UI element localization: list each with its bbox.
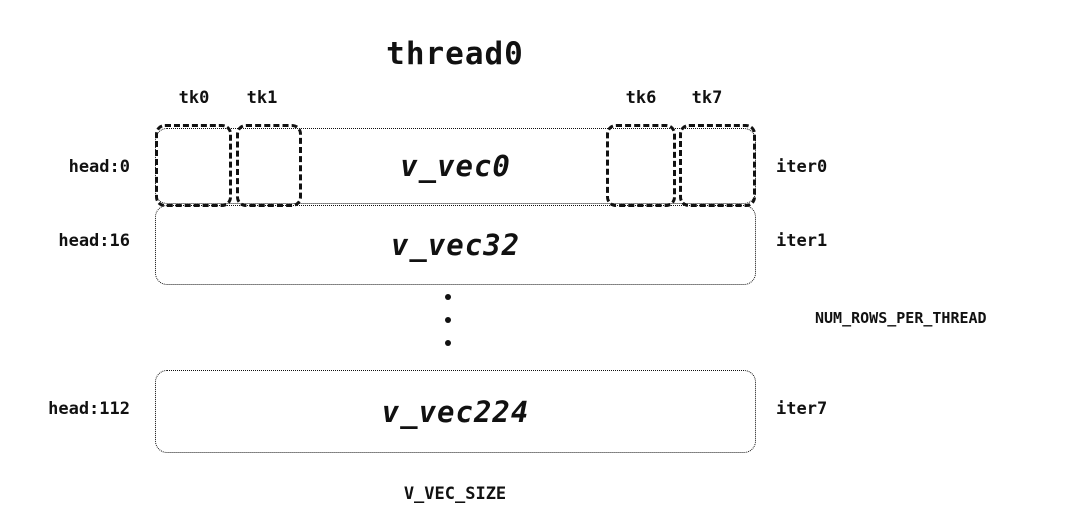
tk7-box	[679, 124, 756, 207]
tk6-box	[606, 124, 676, 207]
v-vec224-box: v_vec224	[155, 370, 756, 453]
tk1-label: tk1	[246, 88, 278, 108]
head-label-2: head:112	[48, 399, 130, 419]
v-vec224-label: v_vec224	[381, 394, 530, 429]
iter-label-2: iter7	[776, 399, 828, 419]
v-vec32-label: v_vec32	[390, 228, 521, 262]
ellipsis-dot	[445, 294, 451, 300]
iter-label-0: iter0	[776, 157, 828, 177]
head-label-0: head:0	[68, 157, 130, 177]
vertical-ellipsis-icon	[445, 294, 451, 346]
iter-label-1: iter1	[776, 231, 828, 251]
ellipsis-dot	[445, 317, 451, 323]
tk0-label: tk0	[178, 88, 210, 108]
num-rows-per-thread-label: NUM_ROWS_PER_THREAD	[815, 309, 987, 327]
ellipsis-dot	[445, 340, 451, 346]
tk1-box	[236, 124, 302, 207]
head-label-1: head:16	[58, 231, 130, 251]
v-vec32-box: v_vec32	[155, 205, 756, 285]
tk7-label: tk7	[691, 88, 723, 108]
v-vec-size-label: V_VEC_SIZE	[403, 484, 507, 504]
diagram-title: thread0	[386, 36, 524, 72]
v-vec0-box: v_vec0	[155, 128, 756, 204]
tk6-label: tk6	[625, 88, 657, 108]
tk0-box	[155, 124, 232, 207]
v-vec0-label: v_vec0	[400, 149, 511, 183]
